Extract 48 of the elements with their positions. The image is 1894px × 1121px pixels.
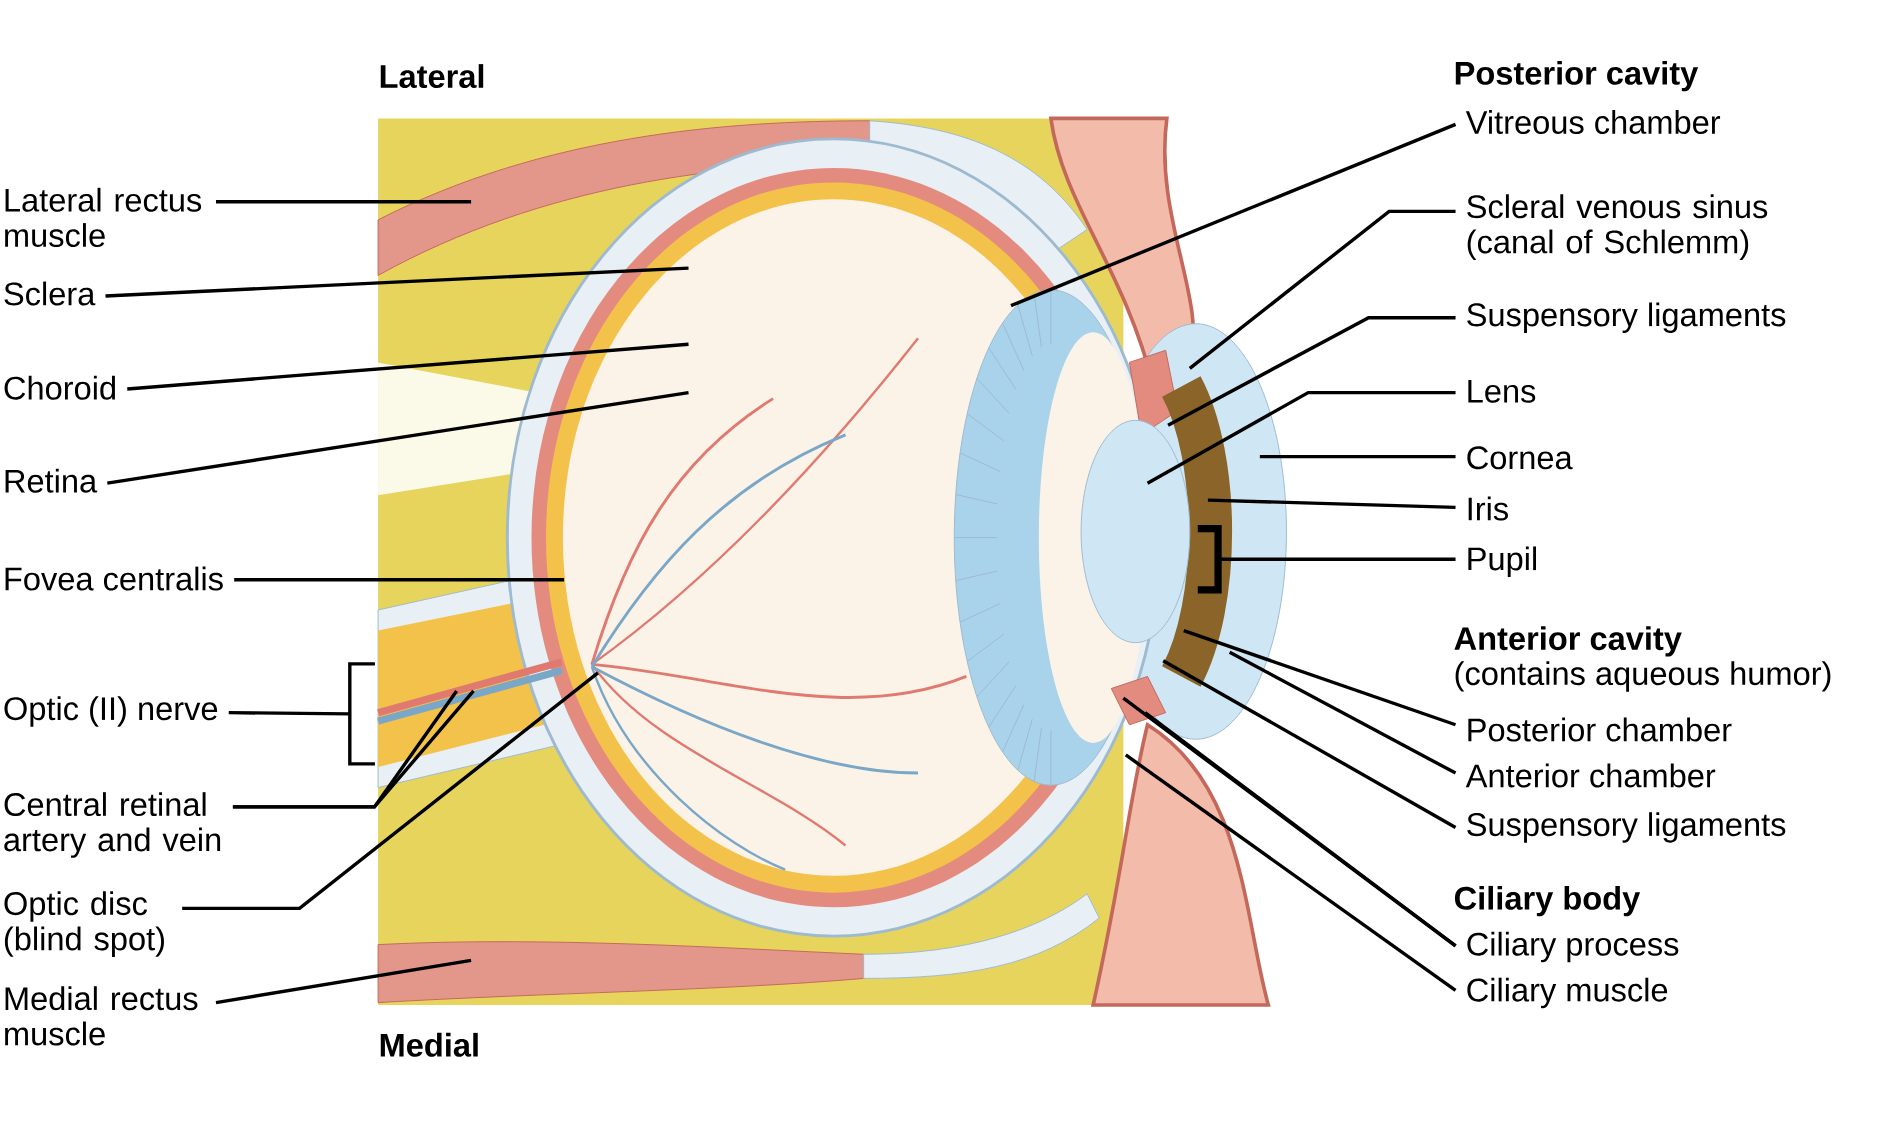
- leader-line: [1124, 753, 1457, 992]
- leader-line: [215, 958, 472, 1005]
- leader-line: [216, 200, 472, 204]
- leader-line: [105, 266, 689, 298]
- part-label: Pupil: [1468, 546, 1537, 577]
- bracket: [1197, 525, 1222, 594]
- part-label: Lens: [1468, 380, 1536, 403]
- heading: Medial: [380, 1032, 478, 1057]
- part-label: Suspensory ligaments: [1467, 302, 1786, 333]
- part-label: Anterior chamber: [1465, 763, 1716, 788]
- part-label: Choroid: [4, 375, 115, 400]
- part-label: Fovea centralis: [5, 566, 223, 591]
- leader-line: [1146, 390, 1456, 485]
- part-label: Optic (II) nerve: [4, 696, 218, 727]
- part-label: Suspensory ligaments: [1467, 812, 1786, 843]
- leader-line: [107, 390, 689, 485]
- leader-line: [1183, 628, 1457, 727]
- heading: Lateral: [380, 64, 484, 89]
- part-label: Scleral venous sinus (canal of Schlemm): [1467, 194, 1768, 260]
- leader-line: [1162, 659, 1457, 829]
- bracket: [348, 662, 375, 766]
- heading: Anterior cavity: [1454, 626, 1682, 657]
- part-label: Posterior chamber: [1468, 717, 1732, 742]
- leader-line: [1259, 454, 1456, 459]
- leader-line: [182, 671, 599, 911]
- part-label: Retina: [5, 468, 98, 493]
- part-label: Ciliary muscle: [1467, 977, 1668, 1009]
- part-label: Vitreous chamber: [1465, 110, 1721, 134]
- part-label: Central retinal artery and vein: [4, 792, 221, 858]
- part-label: Cornea: [1467, 446, 1573, 470]
- leader-line: [127, 342, 689, 391]
- leader-line: [1010, 122, 1457, 308]
- leader-line: [1218, 557, 1456, 561]
- leader-line: [1167, 316, 1456, 427]
- leader-line: [228, 711, 350, 716]
- part-label: Ciliary process: [1467, 931, 1679, 963]
- part-label: Sclera: [4, 281, 96, 306]
- heading: Posterior cavity: [1455, 60, 1699, 92]
- leader-line: [1207, 498, 1456, 510]
- part-label: Optic disc (blind spot): [4, 891, 164, 957]
- leader-line: [1228, 650, 1457, 775]
- part-label: Iris: [1468, 496, 1508, 521]
- leader-line: [1188, 209, 1456, 370]
- part-label: Medial rectus muscle: [5, 986, 198, 1046]
- leader-line: [234, 578, 565, 582]
- heading: (contains aqueous humor): [1455, 661, 1831, 692]
- part-label: Lateral rectus muscle: [5, 187, 202, 248]
- heading: Ciliary body: [1454, 885, 1641, 917]
